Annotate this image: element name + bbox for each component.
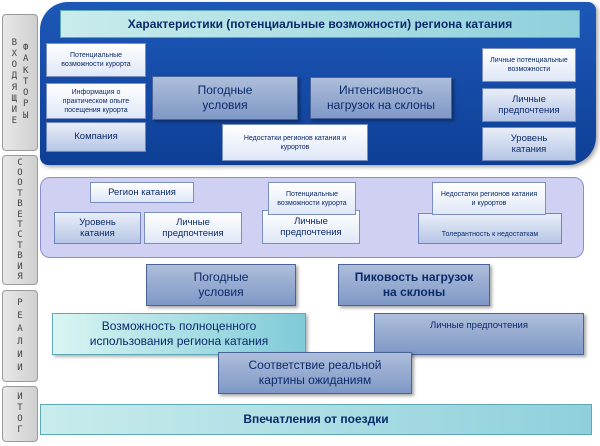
realities-peak-loads: Пиковость нагрузок на склоны xyxy=(338,264,490,306)
realities-personal-preferences: Личные предпочтения xyxy=(374,313,584,355)
inputs-company: Компания xyxy=(46,122,146,152)
side-label-correspondence: С О О Т В Е Т С Т В И Я xyxy=(2,155,38,285)
inputs-slope-intensity: Интенсивность нагрузок на склоны xyxy=(310,77,452,119)
side-label-inputs-col-1: В Х О Д Я Щ И Е xyxy=(11,37,17,127)
side-label-correspondence-text: С О О Т В Е Т С Т В И Я xyxy=(17,157,23,283)
side-label-realities-text: Р Е А Л И И xyxy=(17,298,23,373)
correspondence-region-drawbacks: Недостатки регионов катания и курортов xyxy=(432,182,546,215)
side-label-inputs-col-2: Ф А К Т О Р Ы xyxy=(23,43,29,121)
inputs-practical-experience: Информация о практическом опыте посещени… xyxy=(46,83,146,119)
correspondence-personal-preferences-2: Личные предпочтения xyxy=(262,210,360,244)
inputs-title: Характеристики (потенциальные возможност… xyxy=(60,10,580,38)
correspondence-drawback-tolerance: Толерантность к недостаткам xyxy=(418,213,562,244)
inputs-personal-potential: Личные потенциальные возможности xyxy=(482,48,576,82)
inputs-personal-preferences: Личные предпочтения xyxy=(482,88,576,122)
side-label-result: И Т О Г xyxy=(2,386,38,442)
correspondence-personal-preferences-1: Личные предпочтения xyxy=(144,212,242,244)
inputs-skiing-level: Уровень катания xyxy=(482,127,576,161)
correspondence-skiing-region: Регион катания xyxy=(90,182,194,203)
side-label-inputs: В Х О Д Я Щ И Е Ф А К Т О Р Ы xyxy=(2,14,38,151)
realities-full-skiing: Возможность полноценного использования р… xyxy=(52,313,306,355)
side-label-realities: Р Е А Л И И xyxy=(2,290,38,382)
correspondence-resort-potential: Потенциальные возможности курорта xyxy=(268,182,356,215)
result-impressions: Впечатления от поездки xyxy=(40,404,592,435)
correspondence-skiing-level: Уровень катания xyxy=(54,212,141,244)
inputs-resort-potential: Потенциальные возможности курорта xyxy=(46,43,146,77)
realities-weather: Погодные условия xyxy=(146,264,296,306)
inputs-region-drawbacks: Недостатки регионов катания и курортов xyxy=(222,124,368,161)
inputs-weather: Погодные условия xyxy=(152,76,298,120)
side-label-result-text: И Т О Г xyxy=(17,392,23,435)
realities-match-expectations: Соответствие реальной картины ожиданиям xyxy=(218,352,412,394)
